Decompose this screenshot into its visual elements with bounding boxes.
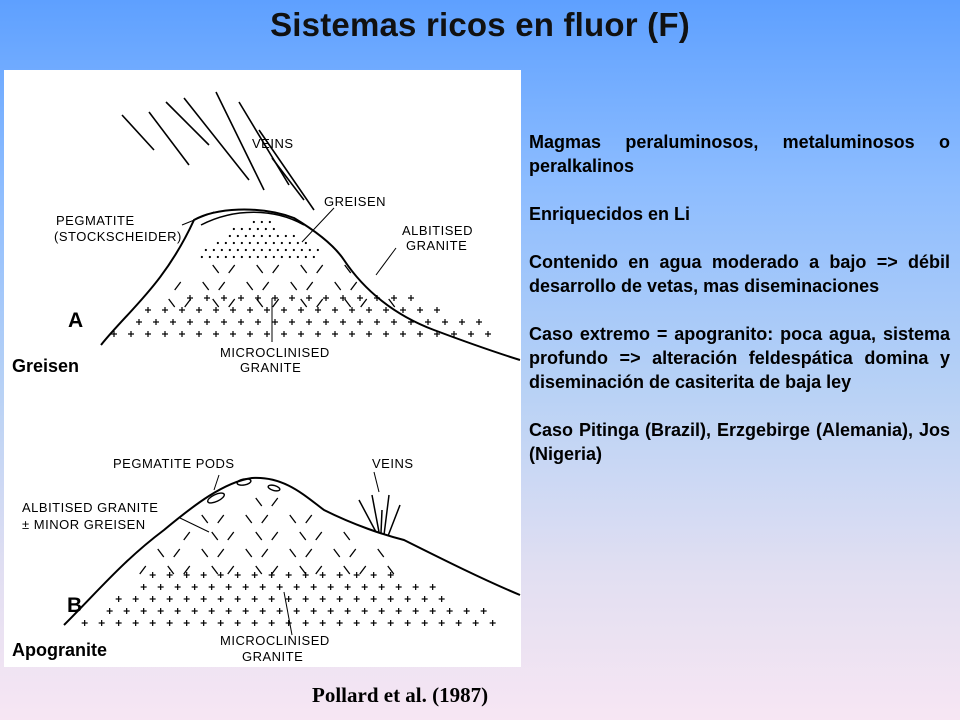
label-microclinised-granite-a: GRANITE: [240, 360, 301, 375]
label-veins-a: VEINS: [252, 136, 294, 151]
paragraph-casos: Caso Pitinga (Brazil), Erzgebirge (Alema…: [529, 420, 950, 464]
panel-a-microclinised-pluses: [111, 295, 491, 337]
panel-b-microclinised-pluses: [81, 572, 496, 626]
panel-a-granite-outline: [100, 208, 521, 361]
caption-apogranite: Apogranite: [12, 640, 108, 660]
label-pegmatite-a: PEGMATITE: [56, 213, 135, 228]
label-stockscheider-a: (STOCKSCHEIDER): [54, 229, 182, 244]
paragraph-magmas: Magmas peraluminosos, metaluminosos o pe…: [529, 132, 950, 176]
panel-a-veins: [121, 91, 315, 211]
panel-b-letter: B: [67, 594, 82, 617]
panel-b-veins: [358, 494, 401, 537]
figure-panel: VEINS GREISEN PEGMATITE (STOCKSCHEIDER) …: [4, 70, 521, 667]
panel-b-diagram: PEGMATITE PODS VEINS ALBITISED GRANITE ±…: [22, 456, 521, 664]
body-text: Magmas peraluminosos, metaluminosos o pe…: [529, 130, 950, 490]
label-greisen-a: GREISEN: [324, 194, 386, 209]
label-veins-b: VEINS: [372, 456, 414, 471]
citation: Pollard et al. (1987): [312, 683, 489, 707]
paragraph-agua: Contenido en agua moderado a bajo => déb…: [529, 252, 950, 296]
panel-a-diagram: VEINS GREISEN PEGMATITE (STOCKSCHEIDER) …: [54, 91, 521, 375]
panel-b-albitised-dashes: [139, 497, 395, 575]
panel-a-pegmatite-cap: [200, 211, 305, 226]
paragraph-apogranito: Caso extremo = apogranito: poca agua, si…: [529, 324, 950, 392]
label-albitised-a: ALBITISED: [402, 223, 473, 238]
caption-greisen: Greisen: [12, 356, 80, 376]
paragraph-li: Enriquecidos en Li: [529, 204, 691, 224]
label-minor-greisen-b: ± MINOR GREISEN: [22, 517, 146, 532]
slide-title: Sistemas ricos en fluor (F): [270, 6, 690, 43]
panel-b-granite-outline: [63, 476, 521, 626]
label-microclinised-b: MICROCLINISED: [220, 633, 330, 648]
panel-a-greisen-dots: [200, 220, 319, 259]
panel-b-pegmatite-pods: [207, 478, 281, 504]
panel-a-albitised-dashes: [168, 264, 396, 308]
figure-diagram: VEINS GREISEN PEGMATITE (STOCKSCHEIDER) …: [22, 91, 521, 664]
label-microclinised-a: MICROCLINISED: [220, 345, 330, 360]
label-albitised-granite-a: GRANITE: [406, 238, 467, 253]
panel-a-letter: A: [68, 309, 83, 332]
label-microclinised-granite-b: GRANITE: [242, 649, 303, 664]
label-albitised-b: ALBITISED GRANITE: [22, 500, 158, 515]
label-pegmatite-pods-b: PEGMATITE PODS: [113, 456, 235, 471]
